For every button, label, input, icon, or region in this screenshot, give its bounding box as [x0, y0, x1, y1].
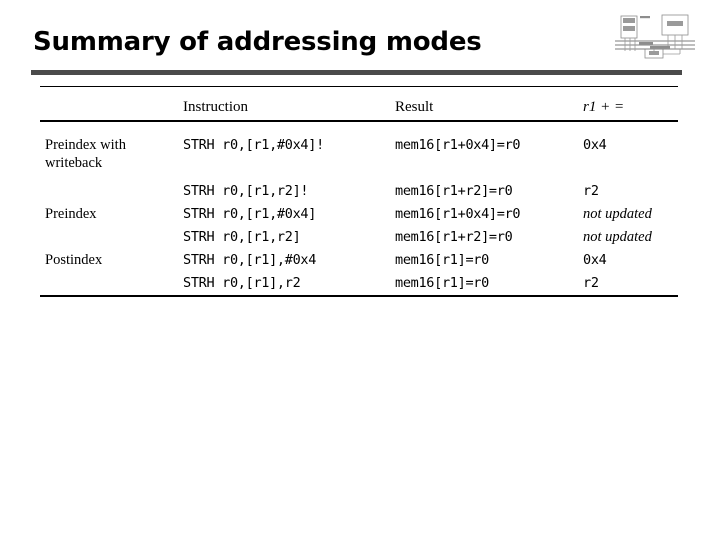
table-bottom-rule	[40, 295, 678, 297]
table-row: r2	[583, 183, 599, 199]
table-row: 0x4	[583, 137, 607, 153]
addressing-modes-table: Instruction Result r1 + = Preindex with …	[40, 86, 678, 298]
column-header-instruction: Instruction	[183, 99, 248, 115]
table-row: mem16[r1+r2]=r0	[395, 229, 513, 245]
title-divider	[31, 70, 682, 75]
table-row: Preindex with	[45, 137, 126, 153]
table-row: Preindex	[45, 206, 97, 222]
column-header-r1-update: r1 + =	[583, 99, 625, 115]
table-row: mem16[r1+0x4]=r0	[395, 137, 521, 153]
table-row: STRH r0,[r1,r2]!	[183, 183, 309, 199]
table-row: mem16[r1]=r0	[395, 275, 489, 291]
column-header-result: Result	[395, 99, 434, 115]
table-row: mem16[r1+r2]=r0	[395, 183, 513, 199]
table-row: not updated	[583, 206, 652, 222]
table-row: STRH r0,[r1],#0x4	[183, 252, 317, 268]
table-top-rule	[40, 86, 678, 87]
block-diagram-thumbnail-icon	[612, 11, 698, 67]
table-row: STRH r0,[r1,r2]	[183, 229, 301, 245]
table-row: writeback	[45, 155, 103, 171]
table-row: STRH r0,[r1,#0x4]	[183, 206, 317, 222]
table-row: STRH r0,[r1,#0x4]!	[183, 137, 324, 153]
table-row: mem16[r1]=r0	[395, 252, 489, 268]
table-row: Postindex	[45, 252, 103, 268]
table-row: STRH r0,[r1],r2	[183, 275, 301, 291]
table-row: r2	[583, 275, 599, 291]
table-row: 0x4	[583, 252, 607, 268]
page-title: Summary of addressing modes	[33, 27, 482, 57]
table-row: mem16[r1+0x4]=r0	[395, 206, 521, 222]
table-header-rule	[40, 120, 678, 122]
table-row: not updated	[583, 229, 652, 245]
